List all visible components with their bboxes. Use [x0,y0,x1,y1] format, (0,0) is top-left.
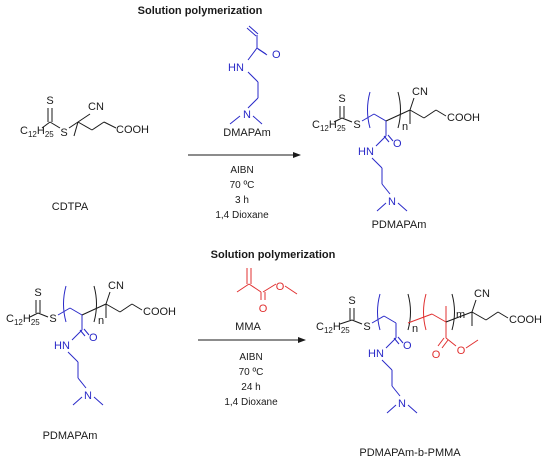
pdmapam-reactant-structure: S C12H25 S O HN N n CN COOH [6,280,176,406]
cdtpa-thione-s: S [46,95,53,107]
cdtpa-alkyl-c12h25: C12H25 [20,125,54,139]
r1-condition-1: AIBN [230,165,253,176]
p3-amine-n: N [398,398,406,410]
p2-amide-hn: HN [54,340,70,352]
r2-condition-2: 70 ºC [239,367,264,378]
p2-cooh: COOH [143,306,176,318]
dmapam-monomer-n: N [243,109,251,121]
dmapam-monomer-o: O [272,49,281,61]
block-copolymer-structure: S C12H25 S O HN N n O O m [316,288,542,414]
r2-condition-1: AIBN [239,352,262,363]
cdtpa-cooh: COOH [116,124,149,136]
p1-amide-hn: HN [358,146,374,158]
header-top: Solution polymerization [138,5,263,17]
mma-ether-o: O [276,281,285,293]
p3-cn: CN [474,288,490,300]
p3-thioether-s: S [363,321,370,333]
p1-thione-s: S [338,93,345,105]
cdtpa-label: CDTPA [52,201,89,213]
p3-repeat-n: n [412,323,418,335]
dmapam-monomer-structure: O HN N [228,25,281,125]
p1-amide-o: O [393,138,402,150]
dmapam-monomer-hn: HN [228,62,244,74]
p2-amine-n: N [84,390,92,402]
p3-repeat-m: m [456,309,465,321]
r2-condition-3: 24 h [241,382,260,393]
pdmapam-reactant-label: PDMAPAm [43,430,98,442]
p2-amide-o: O [89,332,98,344]
p3-ester-ether-o: O [457,345,466,357]
p2-thione-s: S [34,287,41,299]
p2-thioether-s: S [49,313,56,325]
p1-cooh: COOH [447,112,480,124]
r1-condition-3: 3 h [235,195,249,206]
p1-cn: CN [412,86,428,98]
pdmapam-product-label: PDMAPAm [372,219,427,231]
r1-condition-4: 1,4 Dioxane [215,210,269,221]
p2-cn: CN [108,280,124,292]
mma-monomer-structure: O O [236,268,298,315]
block-copolymer-label: PDMAPAm-b-PMMA [359,447,461,459]
p1-thioether-s: S [353,119,360,131]
p2-alkyl-c12h25: C12H25 [6,313,40,327]
p1-amine-n: N [388,196,396,208]
p3-ester-carbonyl-o: O [432,349,441,361]
pdmapam-product-structure: S C12H25 S O HN N n CN COOH [312,86,480,212]
monomer2-label: MMA [235,321,261,333]
monomer1-label: DMAPAm [223,127,270,139]
p3-amide-o: O [403,340,412,352]
p2-repeat-n: n [98,315,104,327]
r2-condition-4: 1,4 Dioxane [224,397,278,408]
p3-cooh: COOH [509,314,542,326]
p3-amide-hn: HN [368,348,384,360]
r1-condition-2: 70 ºC [230,180,255,191]
mma-carbonyl-o: O [259,303,268,315]
cdtpa-cn: CN [88,101,104,113]
cdtpa-thioether-s: S [60,127,67,139]
p3-alkyl-c12h25: C12H25 [316,321,350,335]
p1-repeat-n: n [402,121,408,133]
cdtpa-structure: S C12H25 S CN COOH [20,95,149,139]
p3-thione-s: S [348,295,355,307]
p1-alkyl-c12h25: C12H25 [312,119,346,133]
header-bottom: Solution polymerization [211,249,336,261]
